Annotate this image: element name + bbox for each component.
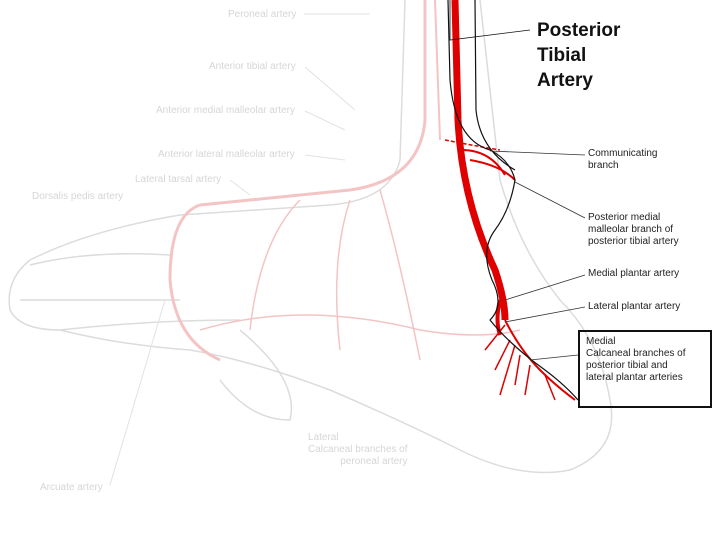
faint-leaders <box>109 13 370 486</box>
title-line: Tibial <box>537 45 587 66</box>
faint-line: Lateral <box>308 432 339 443</box>
label-line: lateral plantar arteries <box>586 372 683 383</box>
label-line: branch <box>588 160 619 171</box>
faint-arteries <box>168 0 521 362</box>
leg-outline <box>447 0 579 401</box>
label-communicating-branch: Communicating branch <box>588 148 657 172</box>
foot-outline <box>8 0 613 474</box>
label-lateral-calcaneal: Lateral Calcaneal branches of peroneal a… <box>308 432 408 468</box>
label-line: Posterior medial <box>588 212 661 223</box>
label-line: Medial <box>586 336 616 347</box>
posterior-tibial-artery <box>444 0 576 401</box>
calcaneal-branches-callout: Medial Calcaneal branches of posterior t… <box>578 330 712 408</box>
label-line: Communicating <box>588 148 658 159</box>
label-anterior-tibial-artery: Anterior tibial artery <box>209 61 296 72</box>
label-lateral-tarsal-artery: Lateral tarsal artery <box>135 174 222 185</box>
label-anterior-medial-malleolar-artery: Anterior medial malleolar artery <box>156 105 295 116</box>
label-line: posterior tibial and <box>586 360 668 371</box>
page-title: Posterior Tibial Artery <box>537 18 620 93</box>
label-lateral-plantar-artery: Lateral plantar artery <box>588 301 681 312</box>
faint-line: Calcaneal branches of <box>308 444 408 455</box>
label-line: Calcaneal branches of <box>586 348 686 359</box>
title-line: Artery <box>537 70 593 91</box>
title-line: Posterior <box>537 20 621 41</box>
label-line: posterior tibial artery <box>588 236 679 247</box>
label-medial-plantar-artery: Medial plantar artery <box>588 268 680 279</box>
label-dorsalis-pedis-artery: Dorsalis pedis artery <box>32 191 124 202</box>
label-posterior-medial-malleolar: Posterior medial malleolar branch of pos… <box>588 212 679 248</box>
label-line: malleolar branch of <box>588 224 674 235</box>
label-peroneal-artery: Peroneal artery <box>228 9 297 20</box>
faint-line: peroneal artery <box>340 456 408 467</box>
label-arcuate-artery: Arcuate artery <box>40 482 103 493</box>
label-anterior-lateral-malleolar-artery: Anterior lateral malleolar artery <box>158 149 295 160</box>
leader-lines <box>489 150 586 361</box>
